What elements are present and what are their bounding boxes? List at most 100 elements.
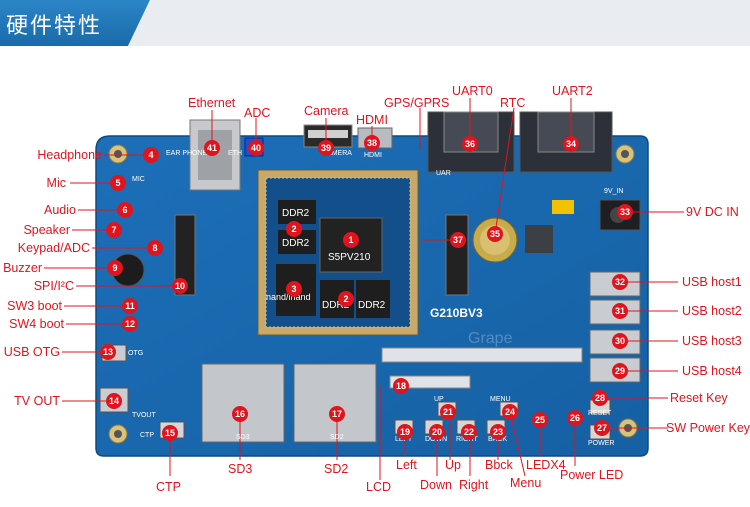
marker-29: 29 [612,363,628,379]
marker-20: 20 [429,424,445,440]
label-9v-dc-in: 9V DC IN [686,205,739,219]
label-headphone: Headphone [37,148,102,162]
label-gps-gprs: GPS/GPRS [384,96,450,110]
watermark: Grape [468,330,513,347]
marker-17: 17 [329,406,345,422]
marker-38: 38 [364,135,380,151]
ddr-label-2: DDR2 [282,238,310,249]
silk-sd2: SD2 [330,434,344,441]
label-usb-host3: USB host3 [682,334,742,348]
marker-7: 7 [106,222,122,238]
marker-13: 13 [100,344,116,360]
label-ethernet: Ethernet [188,96,236,110]
label-adc: ADC [244,106,271,120]
label-mic: Mic [46,176,66,190]
ddr-label-3: DDR2 [322,300,350,311]
label-hdmi: HDMI [356,113,388,127]
marker-14: 14 [106,393,122,409]
label-usb-host1: USB host1 [682,275,742,289]
label-rtc: RTC [500,96,526,110]
marker-5: 5 [110,175,126,191]
board-model: G210BV3 [430,306,483,320]
marker-26: 26 [567,410,583,426]
marker-3: 3 [286,281,302,297]
marker-2b: 2 [338,291,354,307]
label-uart2: UART2 [552,84,593,98]
silk-sd3: SD3 [236,434,250,441]
marker-34: 34 [563,136,579,152]
ddr-label-4: DDR2 [358,300,386,311]
marker-41: 41 [204,140,220,156]
silk-camera: CAMERA [322,150,352,157]
marker-16: 16 [232,406,248,422]
label-lcd: LCD [366,480,392,494]
silk-mic: MIC [132,176,145,183]
marker-15: 15 [162,425,178,441]
label-reset-key: Reset Key [670,391,728,405]
silk-power: POWER [588,440,615,447]
silk-up: UP [434,396,444,403]
label-sw-power-key: SW Power Key [666,421,750,435]
marker-25: 25 [532,412,548,428]
label-sd3: SD3 [228,462,253,476]
label-uart0: UART0 [452,84,493,98]
title-banner [0,0,750,46]
label-spi-i2c: SPI/I²C [33,279,74,293]
marker-30: 30 [612,333,628,349]
silk-tvout: TVOUT [132,412,156,419]
ddr-label-1: DDR2 [282,208,310,219]
marker-27: 27 [594,420,610,436]
label-left: Left [396,458,417,472]
label-sd2: SD2 [324,462,349,476]
label-tv-out: TV OUT [14,394,60,408]
marker-37: 37 [450,232,466,248]
marker-39: 39 [318,140,334,156]
soc-label: S5PV210 [328,252,371,263]
marker-23: 23 [490,424,506,440]
silk-9vin: 9V_IN [604,188,624,195]
marker-1: 1 [343,232,359,248]
marker-21: 21 [440,404,456,420]
label-keypad-adc: Keypad/ADC [17,241,90,255]
marker-40: 40 [248,140,264,156]
marker-10: 10 [172,278,188,294]
marker-28: 28 [592,390,608,406]
marker-6: 6 [117,202,133,218]
label-menu: Menu [510,476,542,490]
page-title: 硬件特性 [6,14,103,39]
label-camera: Camera [304,104,349,118]
marker-33: 33 [617,204,633,220]
silk-menu: MENU [490,396,511,403]
marker-12: 12 [122,316,138,332]
nand-label: nand/inand [266,292,311,302]
marker-32: 32 [612,274,628,290]
label-ctp: CTP [156,480,181,494]
marker-35: 35 [487,226,503,242]
marker-31: 31 [612,303,628,319]
label-speaker: Speaker [23,223,70,237]
label-usb-host4: USB host4 [682,364,742,378]
silk-hdmi: HDMI [364,152,382,159]
marker-24: 24 [502,404,518,420]
label-power-led: Power LED [560,468,624,482]
silk-ear: EAR PHONE [166,150,208,157]
marker-2a: 2 [286,221,302,237]
label-down: Down [420,478,452,492]
marker-22: 22 [461,424,477,440]
marker-11: 11 [122,298,138,314]
label-usb-host2: USB host2 [682,304,742,318]
silk-uart: UAR [436,170,451,177]
marker-8: 8 [147,240,163,256]
label-right: Right [459,478,489,492]
marker-18: 18 [393,378,409,394]
marker-4: 4 [143,147,159,163]
label-back: Bbck [485,458,513,472]
marker-9: 9 [107,260,123,276]
silk-reset: RESET [588,410,612,417]
label-sw3-boot: SW3 boot [7,299,62,313]
label-buzzer: Buzzer [3,261,42,275]
marker-19: 19 [397,424,413,440]
label-ledx4: LEDX4 [526,458,566,472]
silk-ctp: CTP [140,432,154,439]
